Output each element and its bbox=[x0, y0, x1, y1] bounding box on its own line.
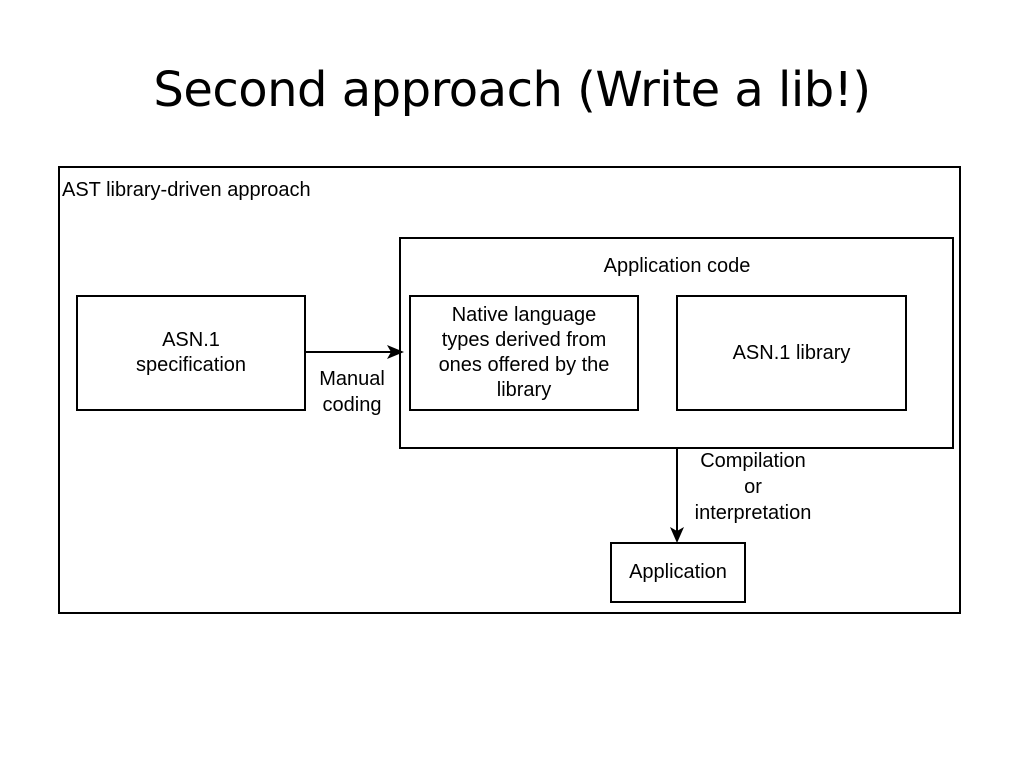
compilation-label: Compilation or interpretation bbox=[694, 450, 812, 524]
outer-container-label: AST library-driven approach bbox=[62, 179, 311, 201]
application-code-label: Application code bbox=[603, 255, 751, 277]
slide-title: Second approach (Write a lib!) bbox=[153, 62, 871, 118]
application-box: Application bbox=[610, 542, 746, 603]
native-types-box: Native language types derived from ones … bbox=[409, 295, 639, 411]
asn1-library-box: ASN.1 library bbox=[676, 295, 907, 411]
manual-coding-arrow bbox=[306, 345, 404, 359]
asn1-specification-box: ASN.1 specification bbox=[76, 295, 306, 411]
manual-coding-label: Manual coding bbox=[319, 368, 385, 416]
compilation-arrow bbox=[670, 449, 684, 543]
